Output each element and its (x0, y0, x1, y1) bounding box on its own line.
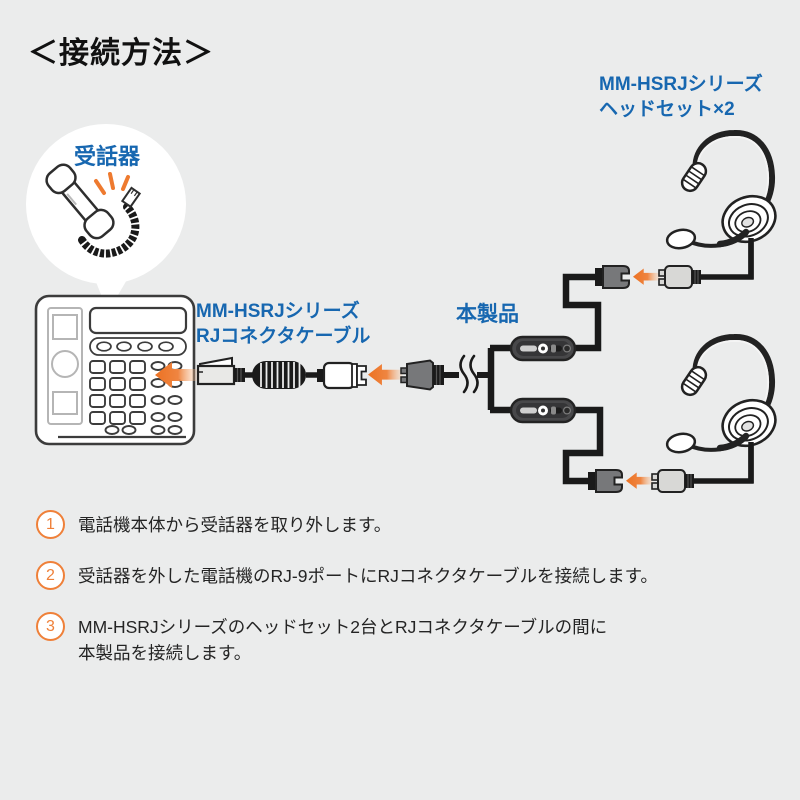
handset-plug (120, 186, 142, 209)
qd-connector-female (317, 361, 367, 390)
headset-illustration-bottom (666, 337, 783, 483)
label-handset: 受話器 (73, 144, 140, 169)
qd-pair-top (595, 266, 701, 288)
step-1-number: 1 (36, 510, 65, 539)
headset-cable-top (701, 242, 754, 280)
step-3-number: 3 (36, 612, 65, 641)
step-2-text: 受話器を外した電話機のRJ-9ポートにRJコネクタケーブルを接続します。 (78, 566, 658, 586)
step-2: 2 受話器を外した電話機のRJ-9ポートにRJコネクタケーブルを接続します。 (36, 561, 776, 590)
control-unit-top (509, 335, 577, 362)
handset-icon (45, 163, 142, 259)
rj9-plug (196, 356, 245, 386)
step-3-text: MM-HSRJシリーズのヘッドセット2台とRJコネクタケーブルの間に 本製品を接… (78, 617, 608, 664)
coiled-cable (252, 361, 306, 389)
qd-pair-bottom (588, 470, 694, 492)
headset-illustration-top (666, 133, 783, 279)
instruction-steps: 1 電話機本体から受話器を取り外します。 2 受話器を外した電話機のRJ-9ポー… (36, 510, 776, 691)
control-unit-bottom (509, 397, 577, 424)
qd-plug-male (400, 359, 444, 391)
step-1-text: 電話機本体から受話器を取り外します。 (78, 515, 392, 535)
label-product: 本製品 (456, 303, 519, 326)
step-3: 3 MM-HSRJシリーズのヘッドセット2台とRJコネクタケーブルの間に 本製品… (36, 612, 776, 667)
headset-cable-bottom (694, 446, 754, 484)
detach-spark-icon (94, 172, 130, 195)
orange-left-arrow-icon (368, 364, 403, 386)
telephone-illustration (34, 294, 196, 446)
cable-break-squiggle (459, 354, 479, 394)
step-2-number: 2 (36, 561, 65, 590)
orange-left-arrow-icon (155, 362, 197, 388)
handset-coiled-cord (78, 203, 140, 259)
step-1: 1 電話機本体から受話器を取り外します。 (36, 510, 776, 539)
page-title: ＜接続方法＞ (28, 37, 214, 70)
label-rj-cable: MM-HSRJシリーズ RJコネクタケーブル (196, 301, 371, 348)
label-headset-series: MM-HSRJシリーズ ヘッドセット×2 (599, 74, 763, 121)
